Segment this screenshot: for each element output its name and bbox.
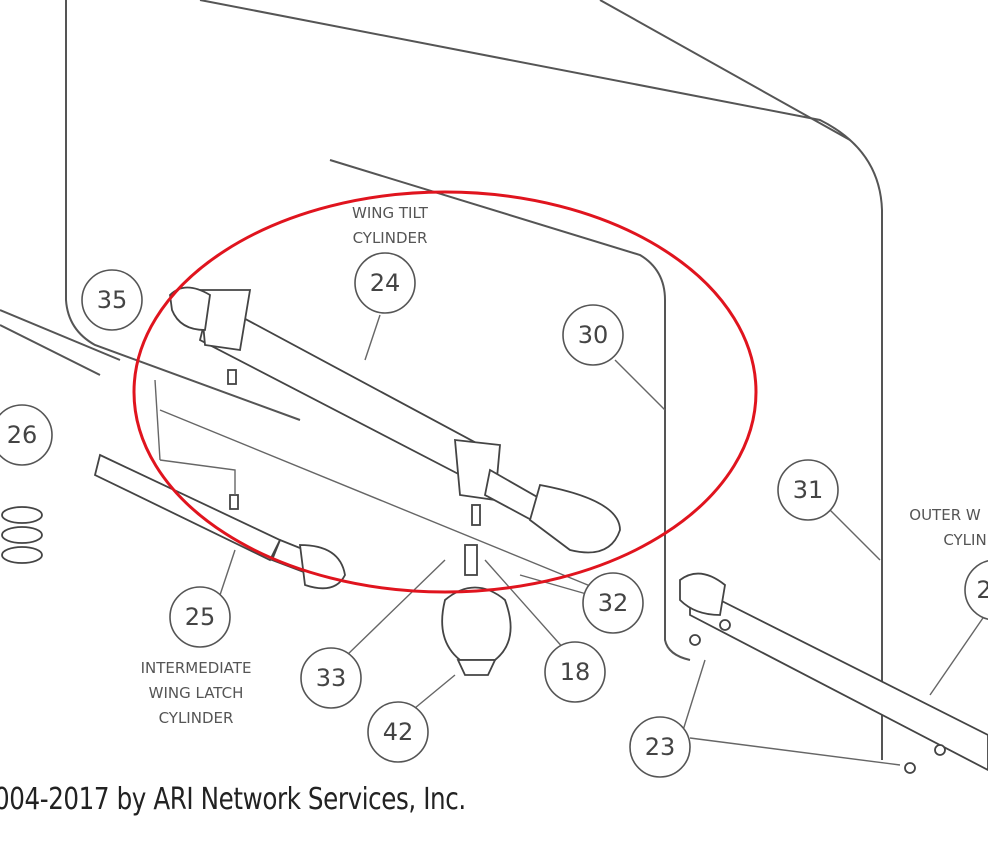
svg-text:OUTER W: OUTER W	[909, 506, 981, 524]
accumulator-drawing	[441, 544, 512, 676]
callout-31[interactable]: 31	[777, 459, 839, 521]
svg-text:33: 33	[316, 664, 347, 692]
svg-text:23: 23	[645, 733, 676, 761]
callout-30[interactable]: 30	[562, 304, 624, 366]
svg-text:32: 32	[598, 589, 629, 617]
copyright-text: 004-2017 by ARI Network Services, Inc.	[0, 782, 466, 817]
svg-text:35: 35	[97, 286, 128, 314]
callout-32[interactable]: 32	[582, 572, 644, 634]
svg-text:WING TILT: WING TILT	[352, 204, 429, 222]
svg-text:CYLIN: CYLIN	[943, 531, 986, 549]
callout-26[interactable]: 26	[0, 404, 53, 466]
callout-23[interactable]: 23	[629, 716, 691, 778]
svg-text:CYLINDER: CYLINDER	[159, 709, 234, 727]
svg-text:25: 25	[185, 603, 216, 631]
wing-tilt-cylinder-drawing	[169, 286, 621, 554]
svg-text:2: 2	[976, 576, 988, 604]
svg-text:30: 30	[578, 321, 609, 349]
callout-24[interactable]: 24	[354, 252, 416, 314]
svg-text:31: 31	[793, 476, 824, 504]
intermediate-latch-cylinder-drawing	[93, 379, 346, 590]
callout-33[interactable]: 33	[300, 647, 362, 709]
spring-drawing	[1, 506, 43, 564]
callout-18[interactable]: 18	[544, 641, 606, 703]
leader-lines	[219, 314, 986, 766]
svg-text:CYLINDER: CYLINDER	[353, 229, 428, 247]
callout-35[interactable]: 35	[81, 269, 143, 331]
svg-text:18: 18	[560, 658, 591, 686]
svg-text:WING LATCH: WING LATCH	[149, 684, 244, 702]
callout-partial[interactable]: 2	[964, 560, 988, 620]
svg-text:42: 42	[383, 718, 414, 746]
outer-cylinder-drawing	[679, 572, 988, 774]
svg-text:INTERMEDIATE: INTERMEDIATE	[141, 659, 252, 677]
label-outer-cylinder: OUTER W CYLIN	[909, 506, 986, 549]
callout-42[interactable]: 42	[367, 701, 429, 763]
svg-text:26: 26	[7, 421, 38, 449]
label-wing-tilt-cylinder: WING TILT CYLINDER	[352, 204, 429, 247]
callout-25[interactable]: 25	[169, 586, 231, 648]
svg-text:24: 24	[370, 269, 401, 297]
highlight-ellipse	[132, 190, 758, 594]
label-intermediate-wing-latch-cylinder: INTERMEDIATE WING LATCH CYLINDER	[141, 659, 252, 727]
frame-lines	[0, 0, 883, 760]
